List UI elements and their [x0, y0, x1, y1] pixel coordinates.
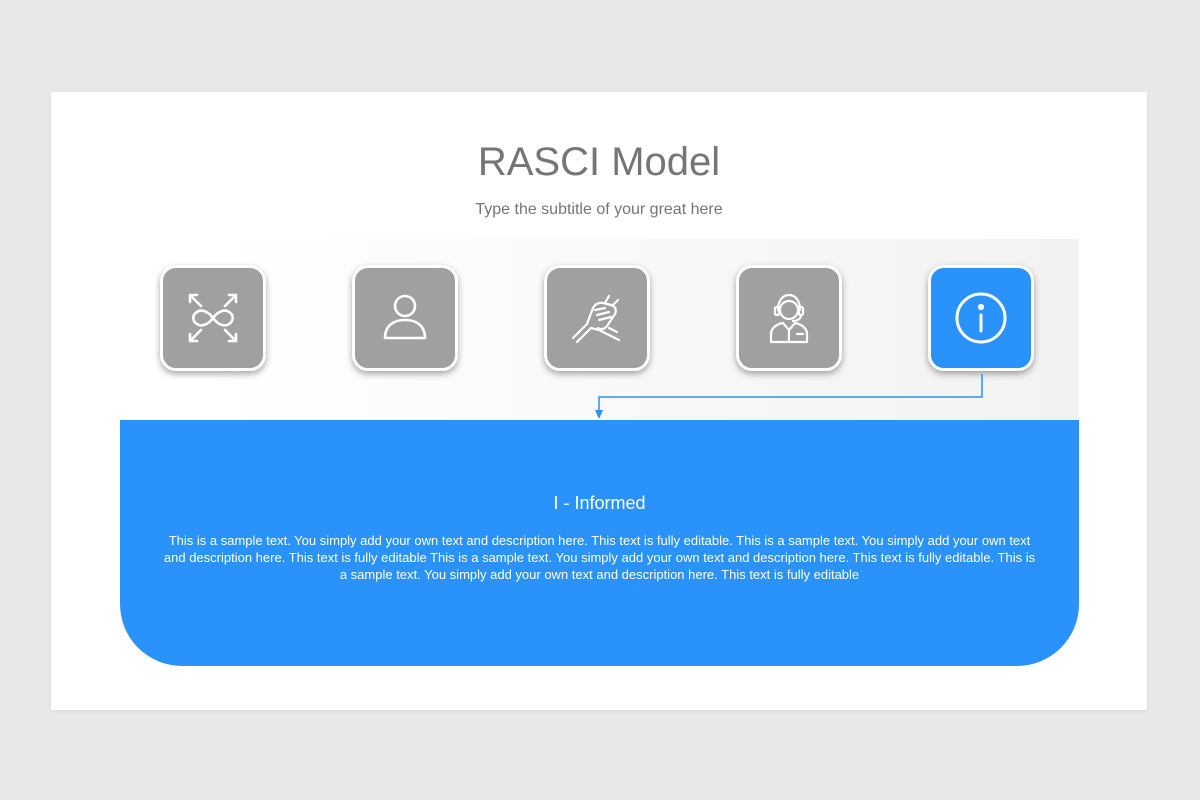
- slide-subtitle: Type the subtitle of your great here: [475, 201, 723, 218]
- panel-body-text: This is a sample text. You simply add yo…: [163, 533, 1036, 582]
- tile-consulted[interactable]: [736, 265, 842, 371]
- slide-title: RASCI Model: [477, 140, 721, 184]
- slide: RASCI Model Type the subtitle of your gr…: [51, 92, 1147, 710]
- tile-accountable[interactable]: [352, 265, 458, 371]
- tile-support[interactable]: [544, 265, 650, 371]
- infinity-arrows-icon: [188, 293, 238, 343]
- detail-panel: I - Informed This is a sample text. You …: [120, 420, 1079, 666]
- tile-informed[interactable]: [928, 265, 1034, 371]
- person-icon: [383, 294, 427, 340]
- tile-responsible[interactable]: [160, 265, 266, 371]
- headset-agent-icon: [769, 293, 809, 344]
- panel-heading: I - Informed: [553, 493, 646, 513]
- info-icon: [955, 292, 1007, 344]
- handshake-icon: [571, 294, 621, 344]
